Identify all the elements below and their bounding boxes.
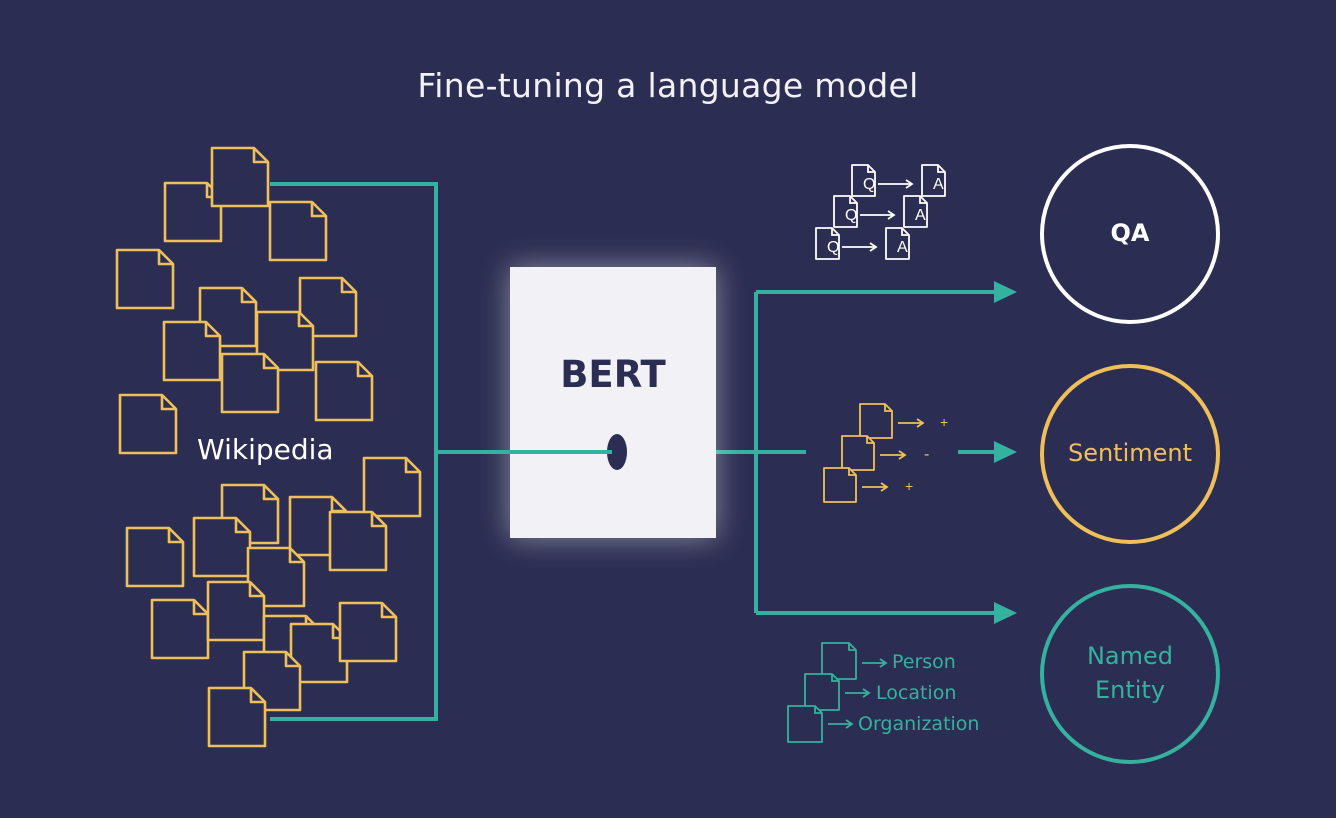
ner-entity-location: Location <box>876 682 957 704</box>
ner-entity-person: Person <box>892 651 956 673</box>
wikipedia-label: Wikipedia <box>197 433 334 466</box>
sentiment-sign-1: + <box>940 414 948 430</box>
qa-example-icon: Q A Q A Q A <box>815 164 946 260</box>
qa-a-label-1: A <box>933 176 944 193</box>
task-circle-sentiment: Sentiment <box>1040 364 1220 544</box>
arrow-to-qa <box>994 281 1017 303</box>
qa-q-label-2: Q <box>845 207 857 224</box>
diagram-title: Fine-tuning a language model <box>417 66 919 105</box>
arrow-to-ner <box>994 602 1017 624</box>
ner-example-icon <box>787 642 888 743</box>
bert-label: BERT <box>560 353 666 396</box>
sentiment-sign-3: + <box>905 478 913 494</box>
task-circle-qa: QA <box>1040 144 1220 324</box>
qa-q-label-3: Q <box>827 239 839 256</box>
task-circle-named-entity: Named Entity <box>1040 584 1220 764</box>
qa-q-label-1: Q <box>863 176 875 193</box>
qa-a-label-3: A <box>897 239 908 256</box>
arrow-to-sentiment <box>994 441 1017 463</box>
named-entity-label: Named Entity <box>1086 642 1174 704</box>
qa-a-label-2: A <box>915 207 926 224</box>
ner-entity-organization: Organization <box>858 713 980 735</box>
sentiment-example-icon: + - + <box>823 403 948 503</box>
sentiment-sign-2: - <box>924 446 929 463</box>
bert-input-hole <box>607 434 627 470</box>
bert-model-box: BERT <box>510 267 716 538</box>
